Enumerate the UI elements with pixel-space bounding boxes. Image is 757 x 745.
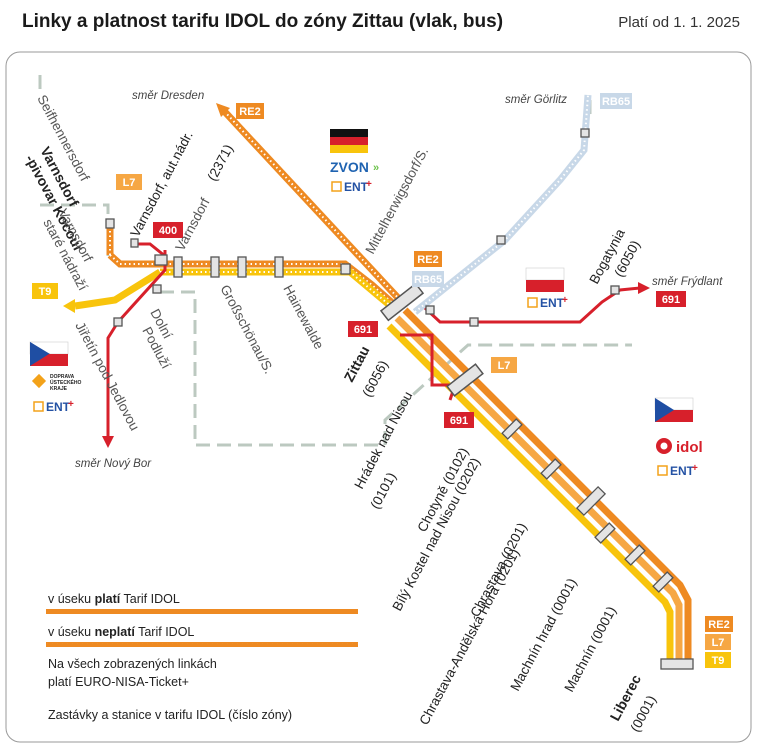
valid-from-date: Platí od 1. 1. 2025 [618, 14, 740, 31]
svg-text:ENT: ENT [670, 464, 695, 478]
station-hainewalde: Hainewalde [280, 282, 326, 351]
stop-zittau-bus [425, 305, 435, 315]
badge-400: 400 [153, 222, 183, 238]
svg-text:+: + [692, 463, 698, 474]
badge-rb65-top: RB65 [600, 93, 632, 109]
station-varnsdorf-aut-2: (2371) [204, 142, 236, 184]
legend-euro-nisa-1: Na všech zobrazených linkách [48, 657, 217, 671]
logo-ent-cz-east: ENT + [657, 463, 698, 478]
flag-germany [330, 129, 368, 153]
badge-t9-liberec: T9 [705, 652, 731, 668]
badge-691-hradek: 691 [444, 412, 474, 428]
badge-691-frydlant: 691 [656, 291, 686, 307]
badge-t9-west: T9 [32, 283, 58, 299]
svg-text:L7: L7 [123, 177, 136, 189]
svg-text:KRAJE: KRAJE [50, 386, 68, 392]
legend-valid-swatch [46, 609, 358, 614]
line-bus-400 [136, 242, 166, 258]
svg-text:RB65: RB65 [414, 274, 442, 286]
corridor-stops [501, 418, 694, 670]
stop-rb65 [496, 235, 506, 245]
station-machnin: Machnín (0001) [561, 604, 619, 695]
svg-text:+: + [366, 179, 372, 190]
legend-valid-label: v úseku platí Tarif IDOL [48, 592, 180, 606]
stop-grossschonau-2 [237, 256, 247, 278]
stop-mittelherwigsdorf [340, 263, 351, 275]
stop-hainewalde [274, 256, 284, 278]
flag-poland [525, 267, 565, 292]
svg-text:ÚSTECKÉHO: ÚSTECKÉHO [50, 378, 82, 386]
svg-text:T9: T9 [712, 655, 725, 667]
stop-hradek [446, 363, 484, 397]
stop-dolni-podluzi [152, 284, 162, 294]
svg-text:691: 691 [354, 324, 372, 336]
svg-text:ENT: ENT [540, 296, 565, 310]
badge-re2-liberec: RE2 [705, 616, 733, 632]
map-title: Linky a platnost tarifu IDOL do zóny Zit… [22, 11, 503, 32]
badge-l7-zittau: L7 [491, 357, 517, 373]
stop-varnsdorf-kocour [154, 254, 168, 266]
badge-l7-liberec: L7 [705, 634, 731, 650]
logo-ent-cz-west: ENT + [33, 399, 74, 414]
stop-rb65-north [580, 128, 590, 138]
svg-text:RE2: RE2 [708, 619, 729, 631]
line-l7-germany-track [106, 225, 401, 315]
svg-text:RB65: RB65 [602, 96, 630, 108]
logo-zvon-arrows-icon: » [373, 162, 379, 174]
legend-invalid-label: v úseku neplatí Tarif IDOL [48, 625, 194, 639]
legend-euro-nisa-2: platí EURO-NISA-Ticket+ [48, 675, 189, 689]
logo-duk: DOPRAVA ÚSTECKÉHO KRAJE [31, 373, 82, 392]
direction-gorlitz: směr Görlitz [505, 94, 567, 106]
svg-text:L7: L7 [498, 360, 511, 372]
svg-text:idol: idol [676, 439, 703, 456]
logo-ent-pl: ENT + [527, 295, 568, 310]
station-markers [105, 128, 620, 327]
line-bus-691 [102, 250, 650, 448]
direction-dresden: směr Dresden [132, 90, 204, 102]
svg-text:400: 400 [159, 225, 177, 237]
badge-691-zittau: 691 [348, 321, 378, 337]
legend-stops-note: Zastávky a stanice v tarifu IDOL (číslo … [48, 708, 292, 722]
logo-ent-de: ENT + [331, 179, 372, 194]
stop-seifhennersdorf [105, 218, 115, 229]
line-t9-west-track [63, 269, 162, 313]
stop-bus-691-mid [469, 317, 479, 327]
stop-grossschonau-1 [210, 256, 220, 278]
svg-text:ENT: ENT [344, 180, 369, 194]
svg-text:ENT: ENT [46, 400, 71, 414]
direction-novy-bor: směr Nový Bor [75, 458, 152, 470]
badge-re2-top: RE2 [236, 103, 264, 119]
flag-czech-east [654, 397, 694, 422]
svg-text:691: 691 [662, 294, 680, 306]
svg-text:+: + [562, 295, 568, 306]
svg-text:RE2: RE2 [239, 106, 260, 118]
svg-text:L7: L7 [712, 637, 725, 649]
svg-text:RE2: RE2 [417, 254, 438, 266]
line-main-corridor [386, 307, 692, 662]
line-re2-dresden-track [216, 103, 403, 303]
map-frame [5, 51, 752, 743]
logo-idol: idol [656, 438, 703, 456]
svg-text:DOPRAVA: DOPRAVA [50, 374, 75, 380]
legend: v úseku platí Tarif IDOL v úseku neplatí… [46, 592, 358, 722]
stop-jiretin [113, 317, 123, 327]
stop-zittau [379, 282, 425, 322]
station-bily-kostel: Bílý Kostel nad Nisou (0202) [389, 455, 483, 613]
svg-text:+: + [68, 399, 74, 410]
stop-varnsdorf [173, 256, 183, 278]
station-grossschonau: Großschönau/S. [217, 282, 276, 376]
direction-frydlant: směr Frýdlant [652, 276, 723, 288]
svg-text:691: 691 [450, 415, 468, 427]
svg-text:T9: T9 [39, 286, 52, 298]
station-chrastava-andelska: Chrastava-Andělská Hora (0201) [416, 546, 522, 727]
logo-zvon: ZVON [330, 159, 369, 175]
stop-bogatynia [610, 285, 620, 295]
stop-varnsdorf-aut [130, 238, 139, 248]
badge-rb65-zittau: RB65 [412, 271, 444, 287]
badge-re2-zittau: RE2 [414, 251, 442, 267]
flag-czech-west [29, 341, 69, 366]
badge-l7-west: L7 [116, 174, 142, 190]
